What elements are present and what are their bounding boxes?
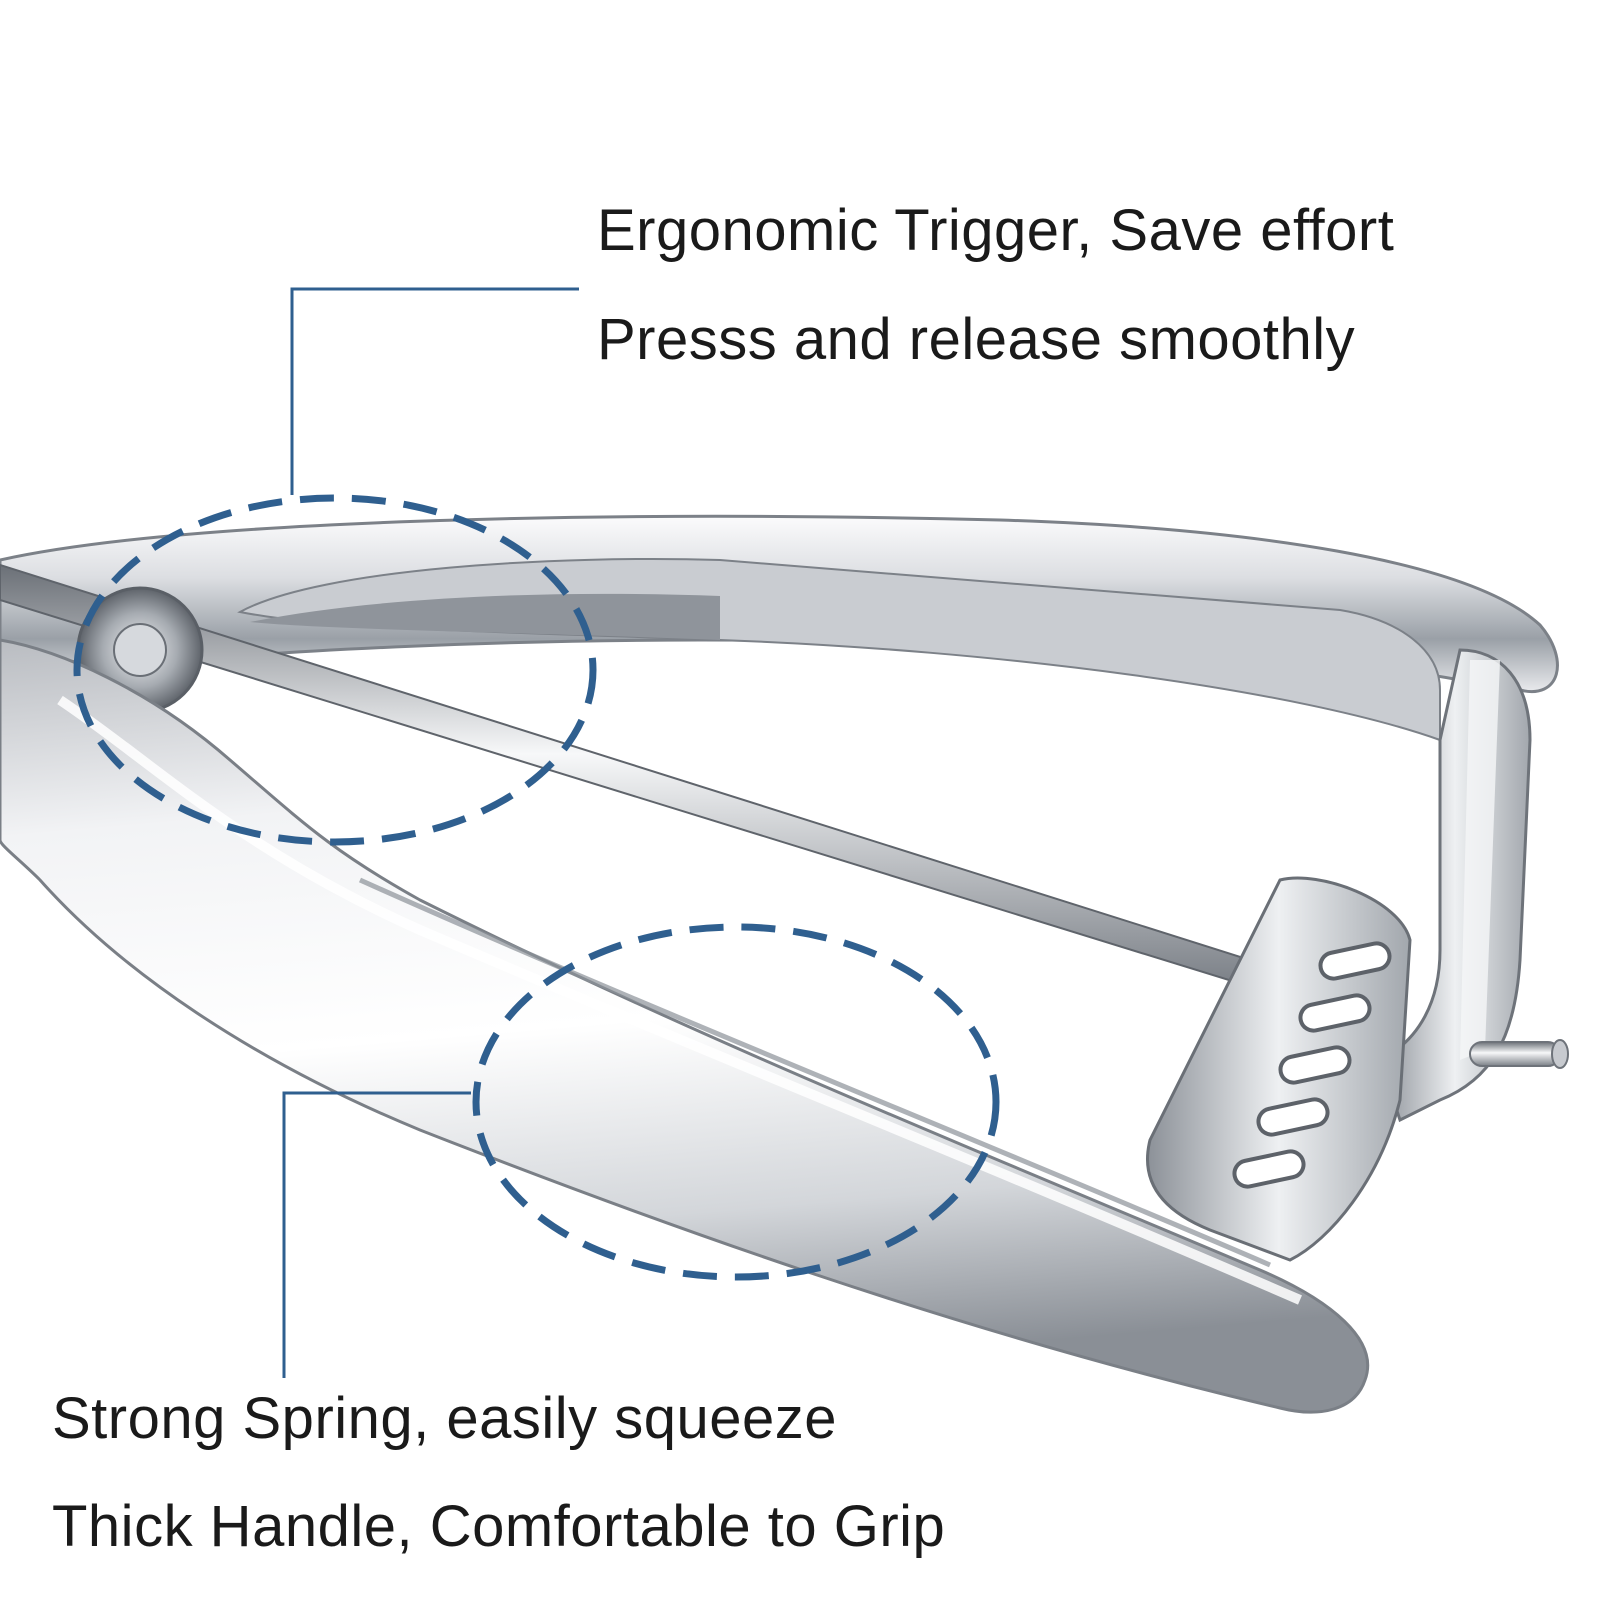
lower-handle [0,638,1370,1414]
handle-caption-line-1: Strong Spring, easily squeeze [52,1386,838,1451]
handle-caption-line-2: Thick Handle, Comfortable to Grip [52,1494,946,1559]
trigger-caption-line-1: Ergonomic Trigger, Save effort [597,198,1395,263]
trigger-caption-line-2: Presss and release smoothly [597,307,1356,372]
trigger-slots [1232,941,1392,1189]
handle-highlight-ellipse [472,923,1000,1281]
trigger-highlight-ellipse [73,494,597,846]
callout-lines [282,287,579,1378]
pin [1469,1041,1561,1067]
